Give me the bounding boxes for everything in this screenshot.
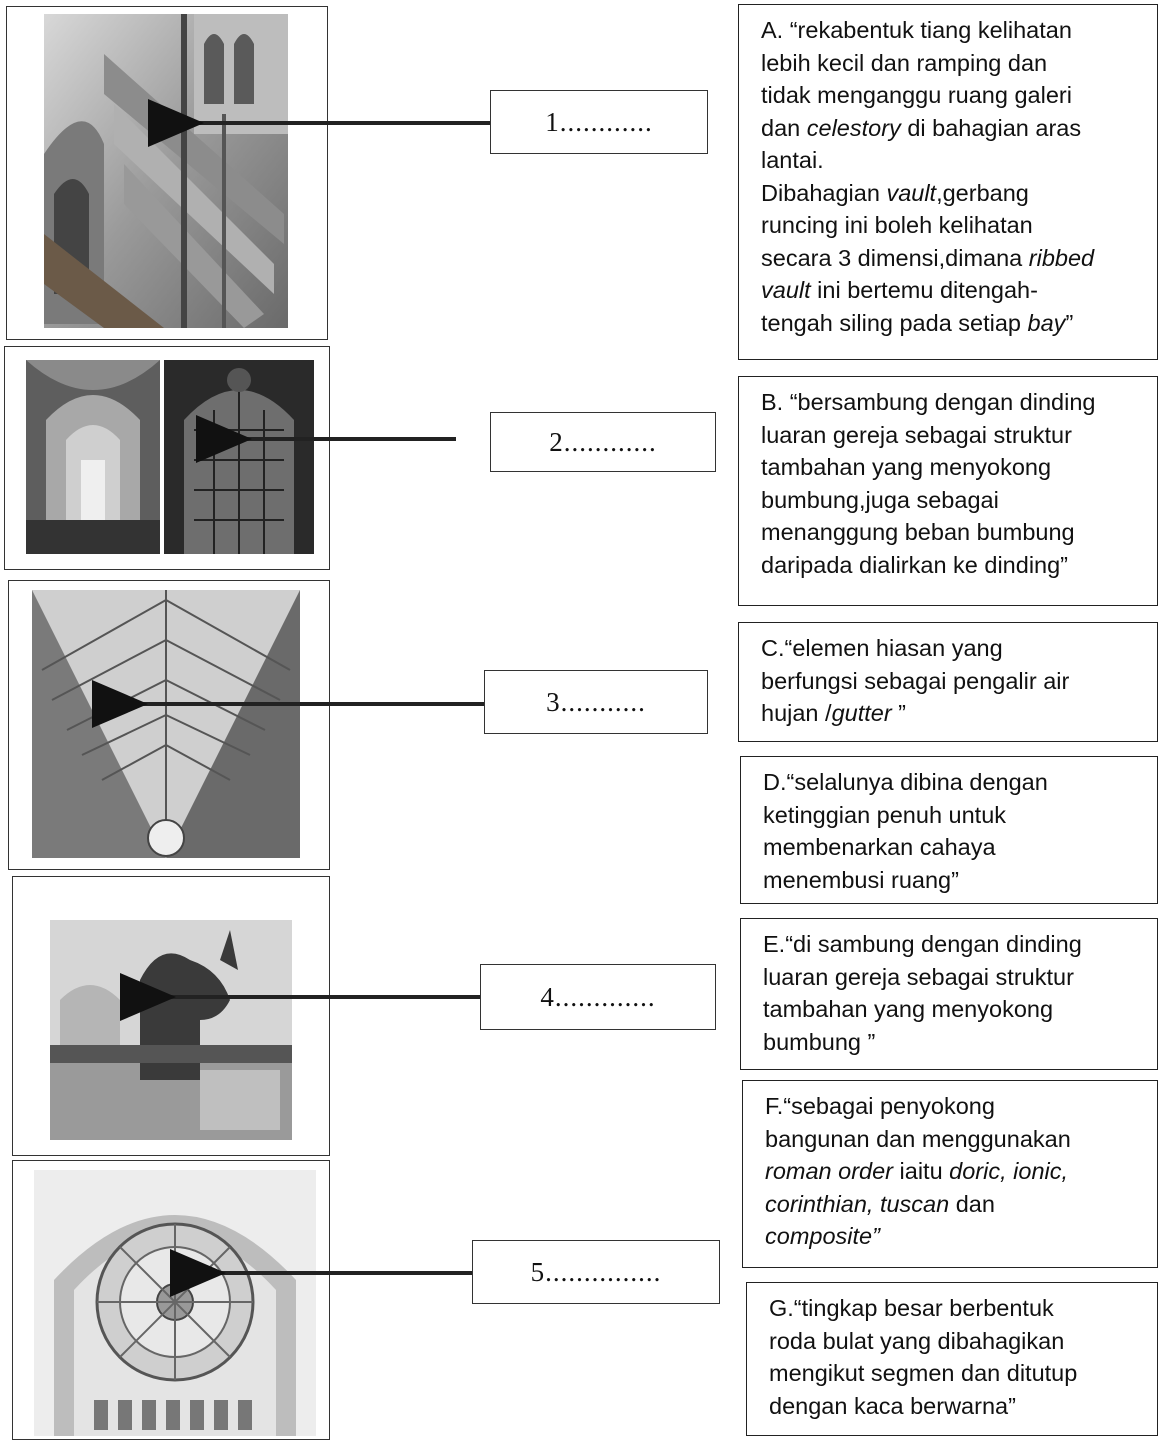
desc-a-line: lebih kecil dan ramping dan <box>761 49 1048 76</box>
answer-blank-1[interactable]: 1............ <box>490 90 708 154</box>
desc-b-line: menanggung beban bumbung <box>761 519 1075 545</box>
flying-buttress-photo <box>44 14 288 328</box>
desc-d-line: menembusi ruang” <box>763 866 959 893</box>
desc-a-line: vault ini bertemu ditengah- <box>761 277 1038 303</box>
answer-blank-5[interactable]: 5............... <box>472 1240 720 1304</box>
desc-a-line: dan celestory di bahagian aras <box>761 114 1082 141</box>
description-box-e: E.“di sambung dengan dinding luaran gere… <box>740 918 1158 1070</box>
desc-g-line: G.“tingkap besar berbentuk <box>769 1295 1054 1321</box>
gargoyle-photo <box>50 920 292 1140</box>
desc-d-line: ketinggian penuh untuk <box>763 801 1007 828</box>
desc-e-line: E.“di sambung dengan dinding <box>763 931 1082 957</box>
rose-window-photo <box>34 1170 316 1436</box>
desc-a-line: tengah siling pada setiap bay” <box>761 309 1074 336</box>
answer-blank-3[interactable]: 3........... <box>484 670 708 734</box>
desc-a-line: Dibahagian vault,gerbang <box>761 179 1029 206</box>
desc-f-line: F.“sebagai penyokong <box>765 1093 995 1119</box>
desc-g-line: mengikut segmen dan ditutup <box>769 1360 1078 1386</box>
description-box-c: C.“elemen hiasan yang berfungsi sebagai … <box>738 622 1158 742</box>
desc-b-line: daripada dialirkan ke dinding” <box>761 551 1069 578</box>
desc-d-line: membenarkan cahaya <box>763 834 996 860</box>
desc-f-line: corinthian, tuscan dan <box>765 1190 995 1217</box>
desc-f-line: roman order iaitu doric, ionic, <box>765 1158 1069 1184</box>
description-box-f: F.“sebagai penyokong bangunan dan menggu… <box>742 1080 1158 1268</box>
desc-b-line: bumbung,juga sebagai <box>761 486 999 513</box>
desc-b-line: B. “bersambung dengan dinding <box>761 389 1096 415</box>
desc-a-line: secara 3 dimensi,dimana ribbed <box>761 244 1095 271</box>
description-box-g: G.“tingkap besar berbentuk roda bulat ya… <box>746 1282 1158 1436</box>
desc-f-line: bangunan dan menggunakan <box>765 1125 1071 1152</box>
desc-a-line: tidak menganggu ruang galeri <box>761 82 1072 108</box>
desc-a-line: A. “rekabentuk tiang kelihatan <box>761 17 1072 43</box>
desc-g-line: roda bulat yang dibahagikan <box>769 1327 1065 1354</box>
nave-interior-photo <box>26 360 160 554</box>
desc-b-line: tambahan yang menyokong <box>761 454 1052 480</box>
desc-e-line: bumbung ” <box>763 1028 876 1055</box>
stained-glass-window-photo <box>164 360 314 554</box>
description-box-b: B. “bersambung dengan dinding luaran ger… <box>738 376 1158 606</box>
description-box-d: D.“selalunya dibina dengan ketinggian pe… <box>740 756 1158 904</box>
desc-a-line: runcing ini boleh kelihatan <box>761 212 1033 238</box>
desc-c-line: berfungsi sebagai pengalir air <box>761 667 1070 694</box>
answer-blank-2[interactable]: 2............ <box>490 412 716 472</box>
desc-f-line: composite” <box>765 1223 880 1249</box>
answer-blank-4[interactable]: 4............. <box>480 964 716 1030</box>
desc-e-line: luaran gereja sebagai struktur <box>763 963 1074 990</box>
desc-g-line: dengan kaca berwarna” <box>769 1392 1016 1419</box>
desc-b-line: luaran gereja sebagai struktur <box>761 421 1072 448</box>
description-box-a: A. “rekabentuk tiang kelihatan lebih kec… <box>738 4 1158 360</box>
ribbed-vault-photo <box>32 590 300 858</box>
desc-e-line: tambahan yang menyokong <box>763 996 1054 1022</box>
desc-a-line: lantai. <box>761 147 824 173</box>
desc-c-line: hujan /gutter ” <box>761 700 907 726</box>
desc-c-line: C.“elemen hiasan yang <box>761 635 1003 661</box>
desc-d-line: D.“selalunya dibina dengan <box>763 769 1048 795</box>
